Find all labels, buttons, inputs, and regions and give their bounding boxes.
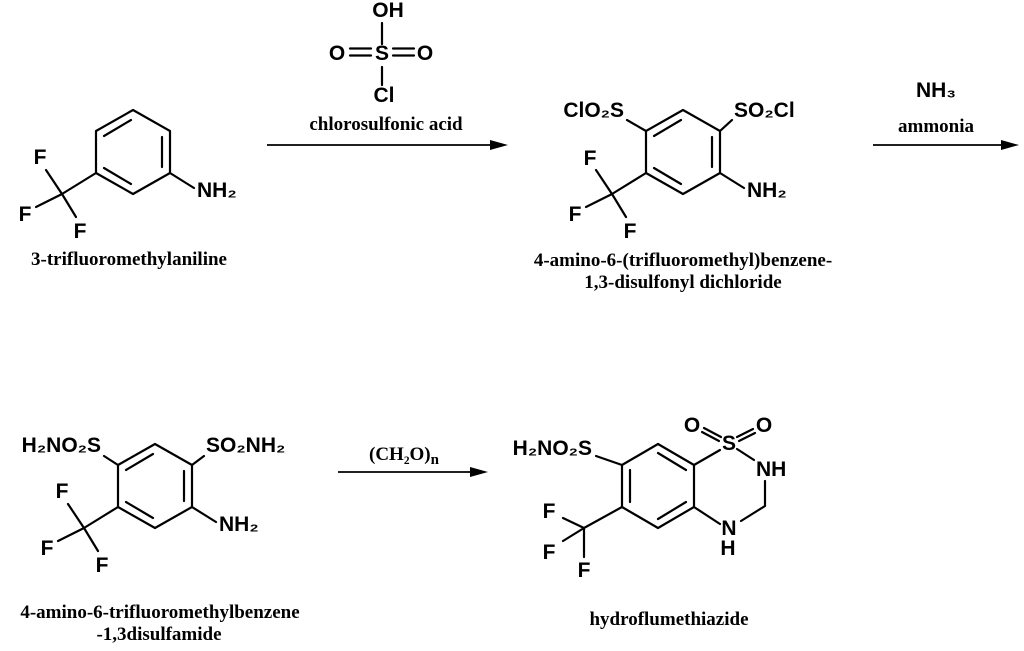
chlorine-label: Cl <box>374 84 395 107</box>
fluorine-label: F <box>96 554 109 577</box>
amine-label: NH₂ <box>219 513 259 536</box>
sulfamoyl-label: H₂NO₂S <box>513 437 592 460</box>
ammonia-formula: NH₃ <box>916 79 956 102</box>
compound-name: 3-trifluoromethylaniline <box>31 249 227 270</box>
s-o-double-bond-left <box>700 426 723 443</box>
nh-ch2-n-bonds <box>739 479 767 523</box>
amine-bond <box>718 171 746 190</box>
sulfamoyl-right-bond <box>190 454 206 467</box>
amine-bond <box>190 505 218 524</box>
s-o-double-bond-right <box>735 427 757 443</box>
fluorine-label: F <box>74 220 87 243</box>
aromatic-double-bonds <box>628 451 688 521</box>
compound-hydroflumethiazide: H₂NO₂S F F F O S O NH N H hydroflumethia… <box>513 414 787 630</box>
reaction-arrow-step2: NH₃ ammonia <box>873 79 1019 150</box>
sulfamoyl-left-label: H₂NO₂S <box>22 434 101 457</box>
arrow-head <box>470 467 488 477</box>
cf3-bonds <box>34 168 98 219</box>
sulfonyl-right-bond <box>718 118 734 133</box>
compound-name-line1: 4-amino-6-trifluoromethylbenzene <box>20 602 299 623</box>
cf3-bonds <box>584 168 648 219</box>
compound-name-line2: -1,3disulfamide <box>96 624 221 645</box>
sulfonyl-left-bond <box>625 118 648 133</box>
ring-n-label: N <box>721 517 736 540</box>
oxygen-label: O <box>417 42 433 65</box>
fluorine-label: F <box>34 146 47 169</box>
arrow-head <box>490 140 508 150</box>
sulfamoyl-right-label: SO₂NH₂ <box>206 434 285 457</box>
hydroxyl-label: OH <box>372 0 404 22</box>
fluorine-label: F <box>578 559 591 582</box>
s-o-double-bonds <box>348 47 416 57</box>
oxygen-label: O <box>329 42 345 65</box>
aromatic-double-bonds <box>652 118 714 186</box>
n-ring-bond <box>692 505 722 526</box>
compound-name: hydroflumethiazide <box>589 609 748 630</box>
fluorine-label: F <box>19 203 32 226</box>
fluorine-label: F <box>543 541 556 564</box>
fluorine-label: F <box>543 500 556 523</box>
ring-c-s-bond <box>692 448 722 467</box>
sulfamoyl-bond <box>594 454 624 467</box>
paraformaldehyde-formula: (CH₂O)n <box>369 444 440 468</box>
amine-label: NH₂ <box>197 179 237 202</box>
arrow-head <box>1001 140 1019 150</box>
sulfur-label: S <box>722 432 736 455</box>
reaction-arrow-step1 <box>267 140 508 150</box>
reagent-chlorosulfonic-acid: OH O S O Cl chlorosulfonic acid <box>309 0 463 135</box>
fluorine-label: F <box>584 147 597 170</box>
reagent-name: chlorosulfonic acid <box>309 114 463 135</box>
compound-name-line2: 1,3-disulfonyl dichloride <box>584 272 781 293</box>
amine-bond <box>168 171 196 190</box>
fluorine-label: F <box>624 220 637 243</box>
chlorosulfonyl-right-label: SO₂Cl <box>734 99 795 122</box>
fluorine-label: F <box>569 203 582 226</box>
aromatic-double-bonds <box>124 452 186 520</box>
ring-nh-label: NH <box>756 458 786 481</box>
oxygen-label: O <box>684 414 700 437</box>
sulfur-label: S <box>375 42 389 65</box>
reaction-arrow-step3: (CH₂O)n <box>338 444 488 477</box>
oxygen-label: O <box>756 414 772 437</box>
compound-disulfonyl-dichloride: ClO₂S SO₂Cl F F F NH₂ 4-amino-6-(trifluo… <box>534 99 832 293</box>
fluorine-label: F <box>56 480 69 503</box>
s-nh-bond <box>735 447 756 462</box>
compound-name-line1: 4-amino-6-(trifluoromethyl)benzene- <box>534 250 832 271</box>
benzene-ring <box>94 108 172 196</box>
sulfamoyl-left-bond <box>102 454 120 467</box>
ring-h-label: H <box>720 537 735 560</box>
compound-disulfamide: H₂NO₂S SO₂NH₂ F F F NH₂ 4-amino-6-triflu… <box>20 434 299 645</box>
fluorine-label: F <box>41 537 54 560</box>
chlorosulfonyl-left-label: ClO₂S <box>563 99 624 122</box>
compound-aniline: F F F NH₂ 3-trifluoromethylaniline <box>19 108 237 270</box>
cf3-bonds <box>56 502 120 553</box>
aromatic-double-bonds <box>102 118 164 186</box>
cf3-bonds <box>561 505 624 559</box>
amine-label: NH₂ <box>747 179 787 202</box>
ammonia-name: ammonia <box>898 116 975 137</box>
